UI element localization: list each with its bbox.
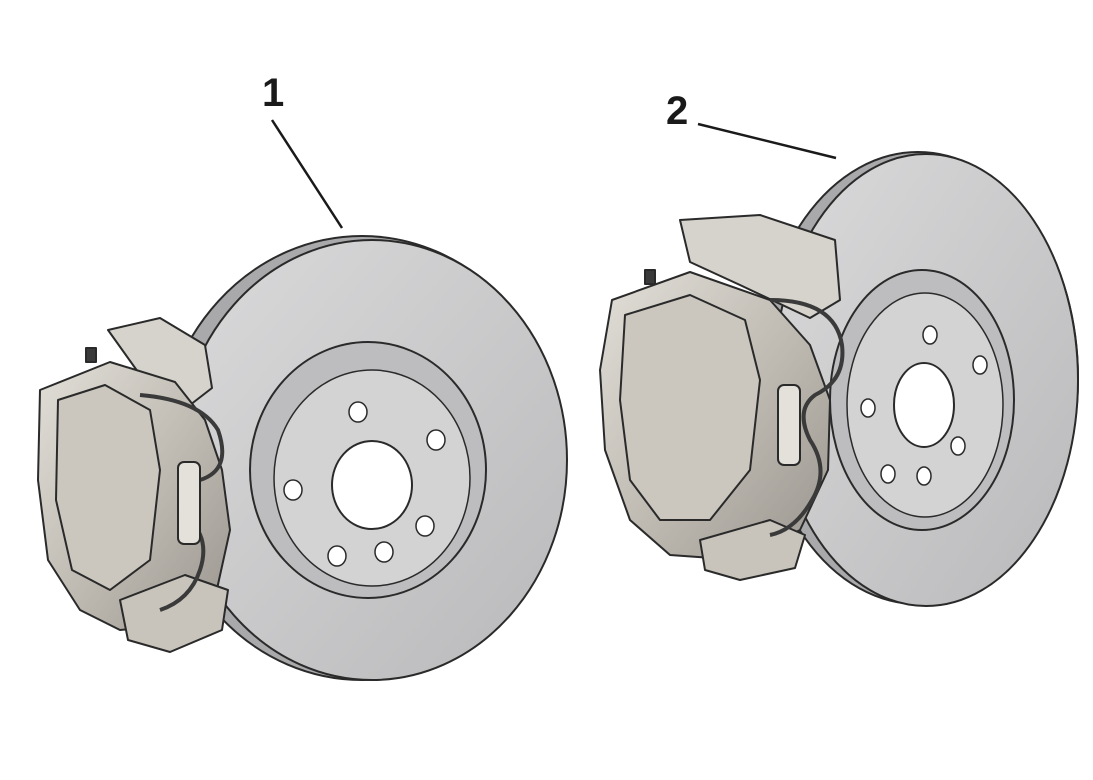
brake-caliper-1 xyxy=(37,317,231,653)
lug-hole xyxy=(880,464,896,484)
caliper-1-bleeder-screw xyxy=(85,347,97,363)
lug-hole xyxy=(283,479,303,501)
lug-hole xyxy=(860,398,876,418)
caliper-2-bracket-bottom xyxy=(699,519,806,581)
caliper-1-piston-housing xyxy=(55,384,161,591)
callout-1-leader xyxy=(270,119,344,229)
caliper-2-bleeder-screw xyxy=(644,269,656,285)
caliper-2-bracket-top xyxy=(679,214,841,319)
disc-2-lug-holes xyxy=(860,325,988,486)
caliper-1-pad-window xyxy=(177,461,201,545)
callout-2-leader xyxy=(697,122,837,160)
lug-hole xyxy=(916,466,932,486)
caliper-2-pad-window xyxy=(777,384,801,466)
lug-hole xyxy=(348,401,368,423)
callout-1-label: 1 xyxy=(262,71,284,115)
disc-1-center-bore xyxy=(331,440,413,530)
brake-caliper-2 xyxy=(599,214,845,581)
brake-assembly-1 xyxy=(37,235,568,681)
brake-assembly-2 xyxy=(599,151,1079,607)
caliper-2-spring-clip xyxy=(769,298,845,537)
callout-2: 2 xyxy=(666,89,837,160)
lug-hole xyxy=(922,325,938,345)
caliper-1-bracket-bottom xyxy=(119,574,229,653)
lug-hole xyxy=(374,541,394,563)
disc-2-center-bore xyxy=(893,362,955,448)
lug-hole xyxy=(950,436,966,456)
lug-hole xyxy=(972,355,988,375)
lug-hole xyxy=(415,515,435,537)
lug-hole xyxy=(327,545,347,567)
lug-hole xyxy=(426,429,446,451)
caliper-2-piston-housing xyxy=(619,294,761,521)
callout-2-label: 2 xyxy=(666,89,688,133)
disc-1-lug-holes xyxy=(283,401,446,567)
callout-1: 1 xyxy=(262,71,344,229)
